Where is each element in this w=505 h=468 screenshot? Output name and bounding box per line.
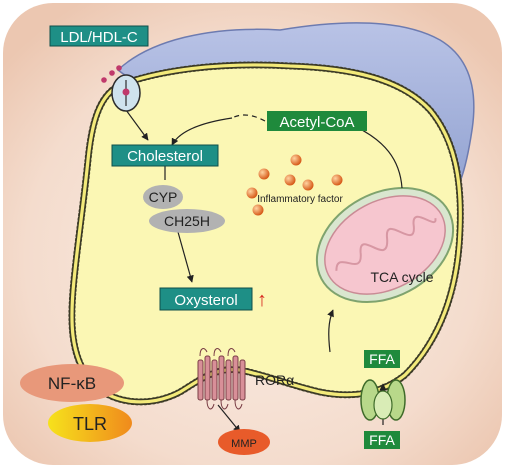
- tca-label: TCA cycle: [370, 269, 433, 285]
- ffa-bottom-label-box: [364, 431, 400, 449]
- cholesterol-label-box: [111, 144, 219, 167]
- nfkb-label: NF-κB: [48, 374, 96, 393]
- ffa-top-label-box: [364, 350, 400, 368]
- arrow-ch25h-to-oxysterol: [177, 231, 194, 283]
- ldl-receptor-icon: [101, 65, 141, 112]
- oxysterol-label: Oxysterol: [174, 292, 237, 309]
- cholesterol-label: Cholesterol: [127, 148, 203, 165]
- ror-receptor-icon: [197, 348, 246, 410]
- arrow-ror-to-mmp: [217, 404, 241, 433]
- mitochondrion-icon: [315, 186, 455, 304]
- arrow-acetyl-to-cholesterol: [231, 114, 266, 122]
- ldl-label: LDL/HDL-C: [60, 29, 138, 46]
- acetyl-label: Acetyl-CoA: [279, 114, 354, 131]
- arrow-ldl-to-cholesterol: [125, 109, 149, 141]
- ffa-top-label: FFA: [369, 351, 395, 367]
- oxysterol-up-arrow: ↑: [257, 289, 267, 311]
- inflammatory-dots: [246, 154, 343, 216]
- inflammatory-label: Inflammatory factor: [257, 194, 343, 205]
- cyp-label: CYP: [149, 189, 178, 205]
- oxysterol-label-box: [159, 287, 253, 311]
- cyp-ellipse: [143, 185, 183, 209]
- ror-label: RORα: [255, 372, 294, 388]
- ch25h-ellipse: [149, 209, 225, 233]
- mmp-ellipse: [218, 429, 270, 455]
- tlr-ellipse: [48, 404, 132, 442]
- mmp-label: MMP: [231, 438, 257, 450]
- acetyl-label-box: [267, 111, 367, 131]
- tlr-label: TLR: [73, 414, 107, 434]
- ldl-label-box: [49, 25, 149, 47]
- nfkb-ellipse: [20, 364, 124, 402]
- ch25h-label: CH25H: [164, 213, 210, 229]
- ffa-transporter-icon: [360, 379, 406, 421]
- ffa-bottom-label: FFA: [369, 432, 395, 448]
- arrow-ffa-to-tca: [327, 309, 334, 353]
